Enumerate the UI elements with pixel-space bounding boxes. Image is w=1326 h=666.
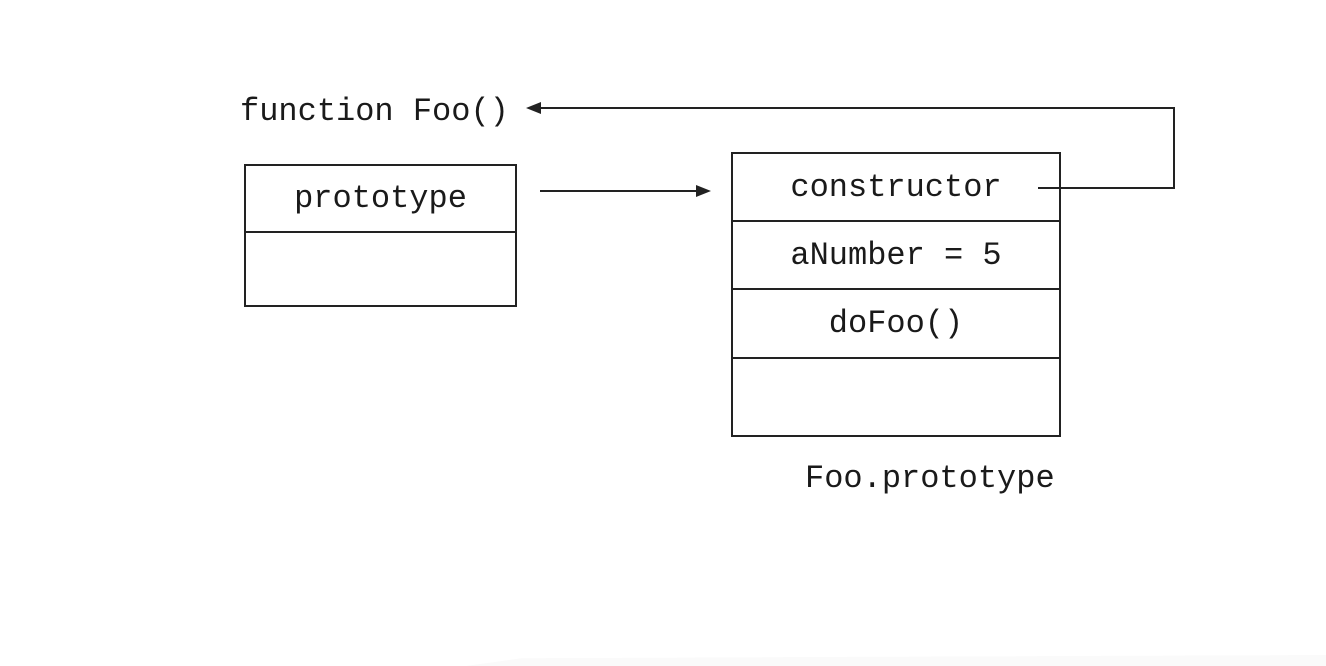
dofoo-cell: doFoo()	[733, 290, 1059, 359]
bottom-shadow-band	[466, 655, 1326, 666]
arrowhead-left-icon	[526, 102, 541, 114]
constructor-cell: constructor	[733, 154, 1059, 222]
function-foo-label: function Foo()	[240, 93, 509, 130]
anumber-cell: aNumber = 5	[733, 222, 1059, 290]
constructor-arrow-stub-line	[1038, 187, 1175, 189]
foo-function-box: prototype	[244, 164, 517, 307]
foo-function-empty-cell	[246, 233, 515, 305]
prototype-arrow-line	[540, 190, 698, 192]
arrowhead-right-icon	[696, 185, 711, 197]
prototype-cell: prototype	[246, 166, 515, 233]
foo-prototype-box: constructor aNumber = 5 doFoo()	[731, 152, 1061, 437]
foo-prototype-caption: Foo.prototype	[805, 460, 1055, 497]
foo-prototype-empty-cell	[733, 359, 1059, 435]
constructor-arrow-top-line	[538, 107, 1175, 109]
constructor-arrow-vertical-line	[1173, 107, 1175, 189]
